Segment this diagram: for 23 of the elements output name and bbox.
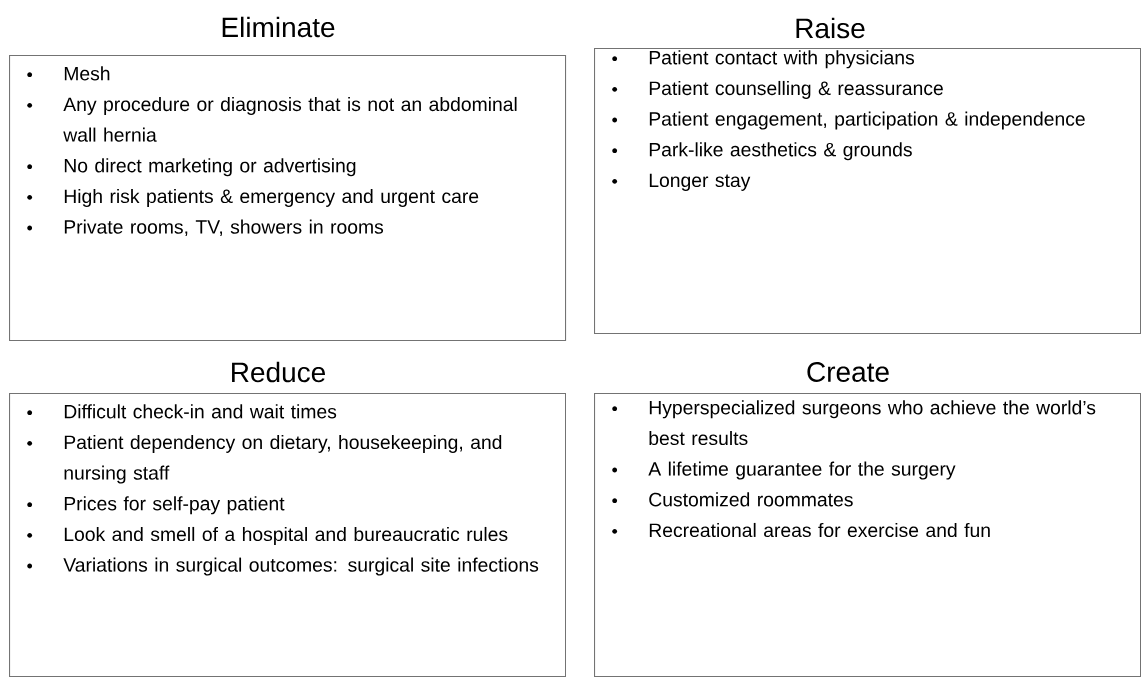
bullet-item: Any procedure or diagnosis that is not an abdominal wall hernia bbox=[27, 96, 517, 142]
heading: Reduce bbox=[232, 361, 325, 383]
bullet-item: Park-like aesthetics & grounds bbox=[612, 142, 912, 161]
bullet-item: Difficult check-in and wait times bbox=[27, 404, 337, 419]
bullet-item: Mesh bbox=[27, 66, 110, 81]
bullet-item: No direct marketing or advertising bbox=[27, 158, 356, 177]
bullet-item: A lifetime guarantee for the surgery bbox=[612, 461, 956, 480]
bullet-item: Hyperspecialized surgeons who achieve the world’s best results bbox=[612, 400, 1096, 446]
bullet-item: Recreational areas for exercise and fun bbox=[612, 522, 990, 538]
heading: Eliminate bbox=[222, 16, 335, 38]
bullet-item: High risk patients & emergency and urgent care bbox=[27, 188, 479, 207]
bullet-item: Patient dependency on dietary, housekeeping, and nursing staff bbox=[27, 434, 502, 484]
bullet-item: Customized roommates bbox=[612, 492, 853, 507]
bullet-item: Patient contact with physicians bbox=[612, 50, 915, 69]
bullet-item: Private rooms, TV, showers in rooms bbox=[27, 219, 384, 237]
bullet-item: Prices for self-pay patient bbox=[27, 496, 285, 515]
bullet-item: Longer stay bbox=[612, 173, 751, 191]
bullet-item: Look and smell of a hospital and bureaucratic rules bbox=[27, 526, 508, 545]
bullet-item: Variations in surgical outcomes: surgical site infections bbox=[27, 557, 539, 576]
bullet-item: Patient counselling & reassurance bbox=[612, 80, 943, 99]
heading: Raise bbox=[796, 17, 865, 39]
bullet-item: Patient engagement, participation & independence bbox=[612, 111, 1085, 130]
heading: Create bbox=[807, 362, 889, 382]
